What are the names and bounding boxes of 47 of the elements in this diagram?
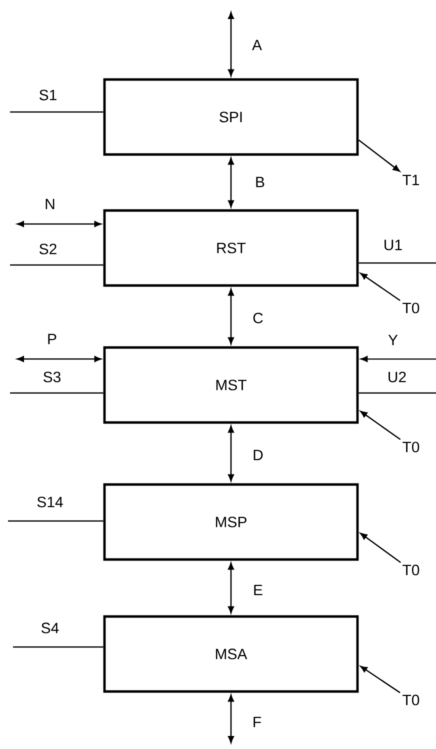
edge-label: C bbox=[253, 312, 263, 324]
edge-label: E bbox=[254, 584, 262, 596]
connector-line bbox=[8, 520, 104, 522]
arrow bbox=[16, 221, 102, 227]
edge-label: P bbox=[48, 334, 56, 344]
edge-label: S1 bbox=[40, 90, 56, 100]
signal-label: T0 bbox=[402, 442, 420, 452]
signal-label: T1 bbox=[402, 174, 419, 186]
edge-label: D bbox=[254, 450, 263, 460]
arrow bbox=[360, 356, 436, 362]
block-box: SPI bbox=[103, 78, 359, 156]
edge-label: S2 bbox=[40, 244, 56, 254]
signal-label: T0 bbox=[402, 694, 420, 706]
arrow bbox=[228, 562, 234, 614]
arrow bbox=[228, 426, 234, 482]
connector-line bbox=[10, 392, 104, 394]
edge-label: S3 bbox=[44, 372, 61, 382]
edge-label: N bbox=[46, 198, 54, 210]
edge-label: B bbox=[256, 176, 264, 188]
connector-line bbox=[10, 111, 104, 113]
connector-line bbox=[10, 264, 104, 266]
arrow bbox=[360, 272, 400, 302]
arrow bbox=[16, 356, 102, 362]
signal-label: T0 bbox=[402, 302, 420, 314]
edge-label: Y bbox=[388, 334, 398, 346]
edge-label: U1 bbox=[384, 240, 402, 250]
edge-label: S4 bbox=[42, 622, 59, 634]
arrow bbox=[360, 532, 402, 564]
arrow bbox=[228, 12, 234, 76]
arrow bbox=[360, 666, 400, 694]
block-box: MSP bbox=[103, 483, 359, 561]
block-box: MSA bbox=[103, 615, 359, 693]
connector-line bbox=[358, 392, 436, 394]
connector-line bbox=[13, 646, 104, 648]
block-box: RST bbox=[103, 209, 359, 287]
arrow bbox=[228, 288, 234, 344]
arrow bbox=[358, 140, 400, 172]
edge-label: S14 bbox=[37, 496, 63, 508]
arrow bbox=[228, 694, 234, 744]
signal-label: T0 bbox=[402, 564, 420, 576]
edge-label: U2 bbox=[388, 372, 406, 382]
edge-label: F bbox=[254, 716, 261, 728]
block-box: MST bbox=[103, 346, 359, 424]
arrow bbox=[228, 158, 234, 208]
edge-label: A bbox=[252, 40, 262, 50]
connector-line bbox=[358, 262, 436, 264]
arrow bbox=[360, 410, 401, 440]
